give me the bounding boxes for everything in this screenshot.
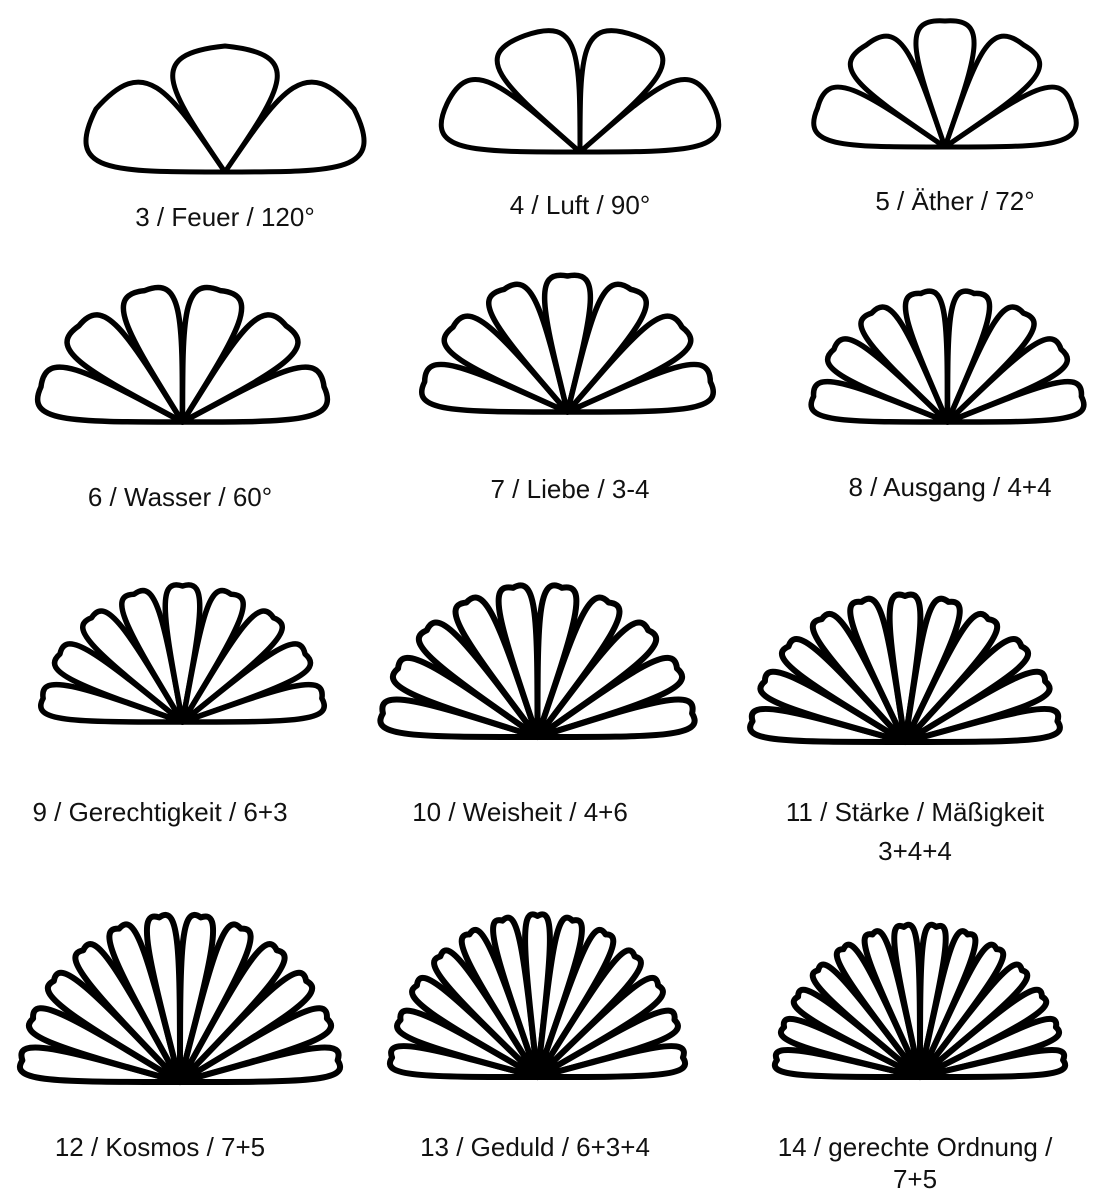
figure-label: 4 / Luft / 90° bbox=[420, 188, 740, 222]
figure-label: 14 / gerechte Ordnung / bbox=[745, 1130, 1085, 1164]
fan-5-petals bbox=[805, 15, 1085, 155]
fan-8-petals bbox=[805, 285, 1090, 430]
figure-label: 8 / Ausgang / 4+4 bbox=[800, 470, 1100, 504]
fan-11-petals bbox=[745, 590, 1065, 750]
fan-10-petals bbox=[375, 580, 700, 745]
figure-label: 5 / Äther / 72° bbox=[795, 184, 1105, 218]
figure-label-line2: 7+5 bbox=[745, 1162, 1085, 1196]
fan-12-petals bbox=[15, 910, 345, 1090]
fan-6-petals bbox=[30, 280, 335, 430]
fan-9-petals bbox=[35, 580, 330, 730]
figure-label: 7 / Liebe / 3-4 bbox=[420, 472, 720, 506]
figure-label: 9 / Gerechtigkeit / 6+3 bbox=[0, 795, 320, 829]
figure-label-line2: 3+4+4 bbox=[755, 834, 1075, 868]
fan-4-petals bbox=[430, 20, 730, 160]
figure-label: 13 / Geduld / 6+3+4 bbox=[385, 1130, 685, 1164]
fan-14-petals bbox=[770, 920, 1070, 1085]
fan-3-petals bbox=[70, 40, 380, 180]
fan-13-petals bbox=[385, 910, 690, 1085]
figure-label: 10 / Weisheit / 4+6 bbox=[370, 795, 670, 829]
fan-7-petals bbox=[415, 270, 720, 420]
figure-label: 11 / Stärke / Mäßigkeit bbox=[755, 795, 1075, 829]
figure-label: 6 / Wasser / 60° bbox=[30, 480, 330, 514]
figure-label: 12 / Kosmos / 7+5 bbox=[30, 1130, 290, 1164]
figure-label: 3 / Feuer / 120° bbox=[75, 200, 375, 234]
